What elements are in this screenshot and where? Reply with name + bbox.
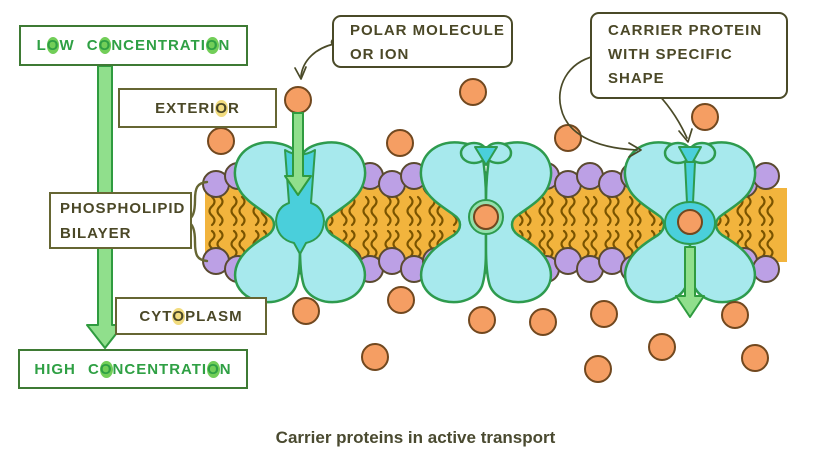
lipid-tail (626, 195, 634, 227)
lipid-tail (362, 195, 370, 227)
lipid-tail (370, 195, 378, 227)
lipid-tail (560, 195, 568, 227)
molecule-cytoplasm (292, 297, 320, 325)
molecule-cytoplasm (648, 333, 676, 361)
lipid-tail (546, 229, 554, 259)
molecule-cytoplasm (741, 344, 769, 372)
molecule-exterior (207, 127, 235, 155)
label-carrier-protein: CARRIER PROTEIN WITH SPECIFIC SHAPE (590, 12, 788, 99)
lipid-tail (230, 195, 238, 227)
lipid-head (752, 255, 780, 283)
lipid-tail (384, 195, 392, 227)
polar-molecule-pointer-arrowhead (294, 66, 307, 80)
lipid-tail (392, 195, 400, 227)
label-polar-molecule: POLAR MOLECULE OR ION (332, 15, 513, 68)
lipid-tail (604, 195, 612, 227)
carrier-pointer-arrowhead-1 (628, 142, 642, 158)
label-line: SHAPE (608, 70, 665, 87)
lipid-tail (590, 195, 598, 227)
molecule-cytoplasm (721, 301, 749, 329)
molecule-exterior (554, 124, 582, 152)
lipid-tail (744, 195, 752, 227)
molecule-cytoplasm (529, 308, 557, 336)
label-line: OR ION (350, 46, 410, 63)
lipid-tail (766, 195, 774, 227)
molecule-cytoplasm (387, 286, 415, 314)
lipid-tail (216, 195, 224, 227)
polar-molecule-pointer-arrow (300, 43, 335, 77)
carrier-pointer-arrowhead-2 (678, 128, 693, 143)
molecule-entry-arrow (284, 112, 312, 196)
molecule-cytoplasm (468, 306, 496, 334)
lipid-tail (238, 195, 246, 227)
lipid-tail (546, 195, 554, 227)
lipid-tail (736, 195, 744, 227)
lipid-tail (758, 195, 766, 227)
lipid-tail (758, 229, 766, 259)
lipid-tail (414, 195, 422, 227)
lipid-tail (590, 229, 598, 259)
label-line: POLAR MOLECULE (350, 22, 505, 39)
carrier-protein-lobes (233, 141, 367, 304)
molecule-exterior (691, 103, 719, 131)
molecule-exterior (386, 129, 414, 157)
lipid-tail (626, 229, 634, 259)
label-line: PHOSPHOLIPID (60, 199, 186, 217)
lipid-tail (568, 195, 576, 227)
lipid-tail (348, 195, 356, 227)
lipid-tail (582, 229, 590, 259)
lipid-tail (406, 195, 414, 227)
lipid-tail (230, 229, 238, 259)
protein-top-notch (678, 146, 702, 168)
label-phospholipid-bilayer: PHOSPHOLIPID BILAYER (49, 192, 192, 249)
lipid-tail (582, 195, 590, 227)
lipid-tail (208, 195, 216, 227)
label-line: CARRIER PROTEIN (608, 22, 763, 39)
molecule-cytoplasm (361, 343, 389, 371)
molecule-release-arrow (675, 246, 705, 318)
lipid-tail (406, 229, 414, 259)
lipid-head (752, 162, 780, 190)
molecule-carried (473, 204, 499, 230)
molecules (207, 78, 769, 383)
molecule-exterior (459, 78, 487, 106)
protein-top-notch (474, 146, 498, 166)
lipid-tail (538, 229, 546, 259)
label-line: WITH SPECIFIC (608, 46, 733, 63)
molecule-cytoplasm (590, 300, 618, 328)
diagram-caption: Carrier proteins in active transport (275, 428, 556, 447)
lipid-tail (370, 229, 378, 259)
lipid-tail (414, 229, 422, 259)
lipid-tail (538, 195, 546, 227)
label-line: BILAYER (60, 224, 132, 242)
lipid-tail (766, 229, 774, 259)
protein-channel (684, 161, 696, 204)
lipid-tail (362, 229, 370, 259)
molecule-carried (677, 209, 703, 235)
molecule-cytoplasm (584, 355, 612, 383)
molecule-exterior (284, 86, 312, 114)
carrier-pointer-arrow-1 (559, 55, 638, 151)
lipid-tail (612, 195, 620, 227)
